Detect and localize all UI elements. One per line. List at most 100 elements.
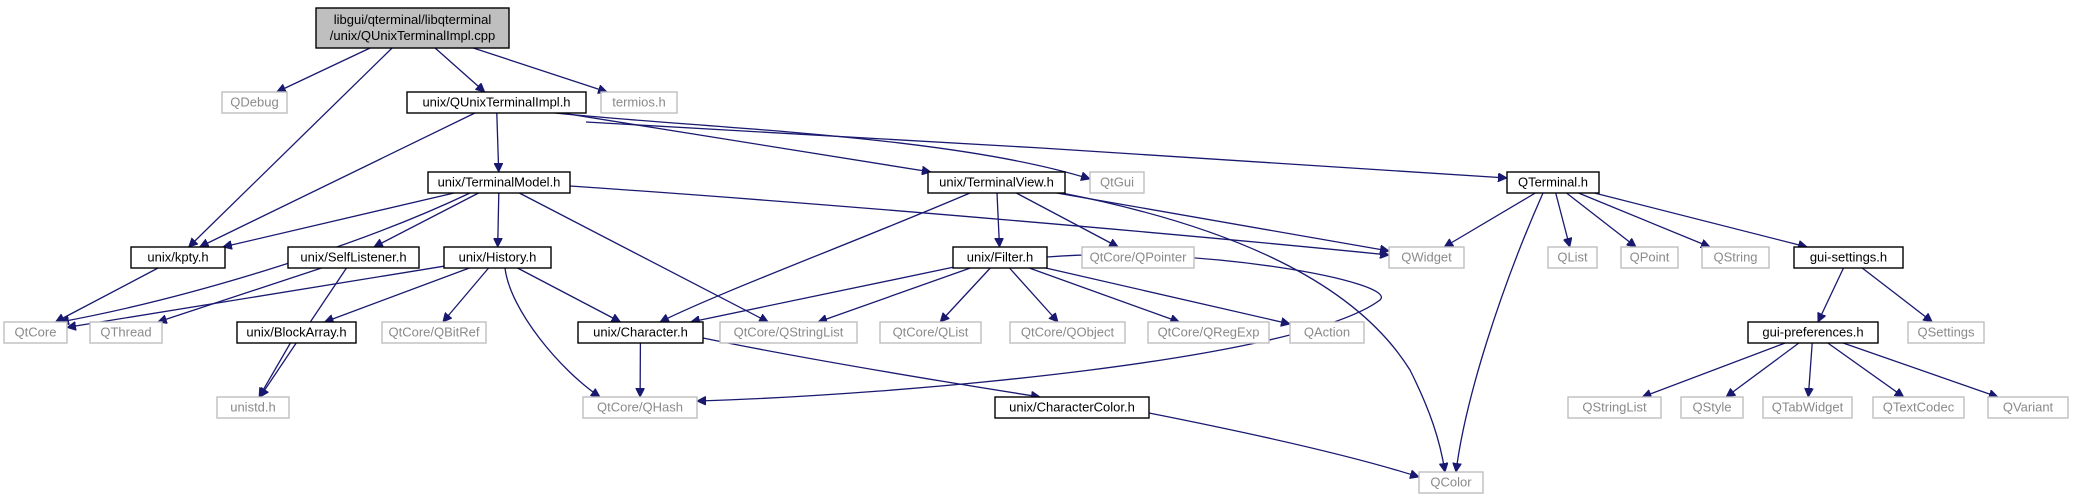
edge-layer (56, 47, 1998, 477)
edge-unixterminalimpl-to-qterminal (585, 121, 1507, 178)
node-box-qcore_qpointer (1081, 246, 1195, 269)
node-box-qstyle (1680, 396, 1744, 419)
node-history[interactable]: unix/History.h (443, 246, 552, 269)
node-blockarray[interactable]: unix/BlockArray.h (236, 321, 357, 344)
node-qtabwidget: QTabWidget (1762, 396, 1853, 419)
edge-history-to-qtcore (67, 265, 445, 327)
node-guisettings[interactable]: gui-settings.h (1793, 246, 1904, 269)
edge-root-to-kpty (189, 47, 393, 247)
node-box-qthread (89, 321, 163, 344)
edge-guisettings-to-guipreferences (1818, 267, 1845, 322)
node-label-kpty: unix/kpty.h (147, 250, 208, 265)
node-unixterminalimpl[interactable]: unix/QUnixTerminalImpl.h (406, 91, 587, 114)
node-box-qcore_qlist (879, 321, 982, 344)
node-qcore_qbitref: QtCore/QBitRef (381, 321, 487, 344)
edge-terminalview-to-filter (997, 192, 1000, 247)
edge-terminalmodel-to-kpty (223, 192, 455, 247)
edge-qterminal-to-guisettings (1594, 192, 1807, 247)
node-terminalview[interactable]: unix/TerminalView.h (927, 171, 1066, 194)
node-box-termios (600, 91, 678, 114)
edge-guipreferences-to-qstringlist (1642, 342, 1786, 397)
node-box-qsettings (1907, 321, 1985, 344)
node-qvariant: QVariant (1987, 396, 2069, 419)
edge-filter-to-qcore_qlist (940, 267, 991, 322)
node-label-history: unix/History.h (459, 250, 537, 265)
node-box-qcore_qregexp (1147, 321, 1270, 344)
edge-terminalview-to-qcore_qpointer (1015, 192, 1118, 248)
node-label-qcore_qregexp: QtCore/QRegExp (1158, 325, 1260, 340)
edge-guipreferences-to-qvariant (1842, 342, 1998, 397)
edge-selflistener-to-qthread (158, 267, 322, 322)
node-box-qstring (1701, 246, 1770, 269)
node-qcore_qregexp: QtCore/QRegExp (1147, 321, 1270, 344)
node-box-qstringlist (1567, 396, 1662, 419)
edge-terminalmodel-to-selflistener (374, 192, 479, 248)
node-box-kpty (130, 246, 226, 269)
node-label-qcore_qpointer: QtCore/QPointer (1090, 250, 1187, 265)
edge-kpty-to-qtcore (56, 267, 159, 323)
node-label-qcore_qobject: QtCore/QObject (1021, 325, 1115, 340)
node-label-qcore_qlist: QtCore/QList (893, 325, 969, 340)
edge-history-to-character (517, 267, 621, 323)
node-label-blockarray: unix/BlockArray.h (246, 325, 346, 340)
edge-filter-to-qcore_qhash (697, 254, 1383, 401)
node-qtgui: QtGui (1089, 171, 1145, 194)
node-kpty[interactable]: unix/kpty.h (130, 246, 226, 269)
node-guipreferences[interactable]: gui-preferences.h (1747, 321, 1879, 344)
node-layer: libgui/qterminal/libqterminal/unix/QUnix… (3, 7, 2069, 494)
edge-guipreferences-to-qtextcodec (1827, 342, 1904, 397)
edge-filter-to-qcore_qobject (1009, 267, 1059, 322)
node-charactercolor[interactable]: unix/CharacterColor.h (994, 396, 1150, 419)
node-label-qtgui: QtGui (1100, 175, 1134, 190)
node-label-qthread: QThread (100, 325, 151, 340)
edge-terminalview-to-qwidget (1056, 192, 1389, 251)
node-box-root (315, 7, 510, 49)
node-box-qcore_qhash (582, 396, 698, 419)
node-label-qstring: QString (1713, 250, 1757, 265)
edge-charactercolor-to-qcolor (1148, 412, 1419, 477)
node-qstring: QString (1701, 246, 1770, 269)
edge-guipreferences-to-qstyle (1726, 342, 1800, 397)
node-terminalmodel[interactable]: unix/TerminalModel.h (427, 171, 571, 194)
edge-qterminal-to-qstring (1578, 192, 1711, 247)
node-label-qtcore: QtCore (15, 325, 57, 340)
node-label-qcolor: QColor (1430, 475, 1472, 490)
node-qwidget: QWidget (1388, 246, 1465, 269)
edge-unixterminalimpl-to-terminalmodel (497, 112, 499, 172)
node-qcore_qstringlist: QtCore/QStringList (719, 321, 858, 344)
node-box-qtextcodec (1872, 396, 1965, 419)
node-box-qtgui (1089, 171, 1145, 194)
node-box-guipreferences (1747, 321, 1879, 344)
node-qterminal[interactable]: QTerminal.h (1506, 171, 1600, 194)
node-label-unistd: unistd.h (230, 400, 276, 415)
node-label-termios: termios.h (612, 95, 665, 110)
node-filter[interactable]: unix/Filter.h (952, 246, 1048, 269)
edge-blockarray-to-unistd (258, 342, 291, 397)
node-qcolor: QColor (1418, 471, 1484, 494)
node-root[interactable]: libgui/qterminal/libqterminal/unix/QUnix… (315, 7, 510, 49)
node-label-qtabwidget: QTabWidget (1772, 400, 1844, 415)
node-character[interactable]: unix/Character.h (577, 321, 704, 344)
node-box-unistd (216, 396, 290, 419)
node-box-qdebug (221, 91, 288, 114)
node-label-root: libgui/qterminal/libqterminal (334, 12, 492, 27)
edge-filter-to-qcore_qstringlist (818, 267, 971, 322)
node-box-character (577, 321, 704, 344)
node-box-terminalview (927, 171, 1066, 194)
edge-qterminal-to-qlist (1555, 192, 1570, 247)
edge-terminalview-to-qcolor (1061, 192, 1445, 472)
node-label-terminalview: unix/TerminalView.h (939, 175, 1054, 190)
node-label-qwidget: QWidget (1401, 250, 1452, 265)
node-box-selflistener (287, 246, 420, 269)
node-label-guipreferences: gui-preferences.h (1762, 325, 1863, 340)
node-selflistener[interactable]: unix/SelfListener.h (287, 246, 420, 269)
node-label-guisettings: gui-settings.h (1810, 250, 1887, 265)
node-box-qcolor (1418, 471, 1484, 494)
node-qstyle: QStyle (1680, 396, 1744, 419)
node-qdebug: QDebug (221, 91, 288, 114)
node-label-qaction: QAction (1304, 325, 1350, 340)
node-qcore_qhash: QtCore/QHash (582, 396, 698, 419)
node-qtextcodec: QTextCodec (1872, 396, 1965, 419)
edge-unixterminalimpl-to-terminalview (561, 112, 931, 172)
